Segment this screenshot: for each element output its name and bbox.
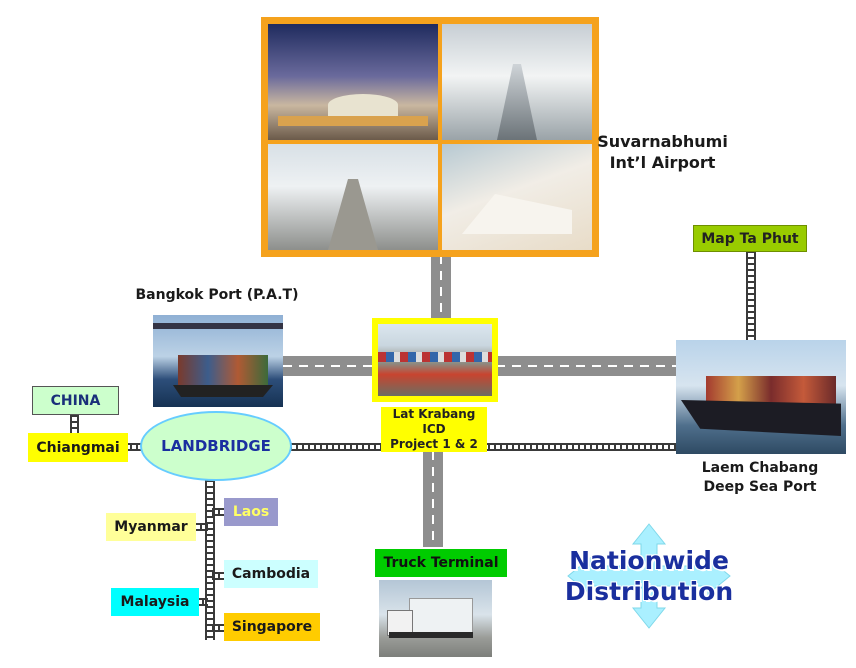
chiangmai-box: Chiangmai: [28, 433, 128, 462]
railway-branch-laos: [212, 508, 224, 516]
truck-terminal-box: Truck Terminal: [375, 549, 507, 577]
china-box: CHINA: [32, 386, 119, 415]
road-bangkok-port-to-icd: [283, 356, 376, 376]
nationwide-distribution-title: Nationwide Distribution: [564, 546, 734, 606]
laem-chabang-label: Laem Chabang Deep Sea Port: [701, 460, 819, 495]
bangkok-port-label: Bangkok Port (P.A.T): [135, 287, 299, 303]
road-icd-to-truck-terminal: [423, 435, 443, 547]
cambodia-box: Cambodia: [224, 560, 318, 588]
airport-terminal-exterior-photo: [268, 24, 438, 140]
map-ta-phut-box: Map Ta Phut: [693, 225, 807, 252]
four-way-arrow-icon: [567, 523, 731, 629]
railway-china-to-chiangmai: [70, 415, 79, 433]
icd-photo-frame: [372, 318, 498, 402]
bangkok-port-photo: [153, 315, 283, 407]
malaysia-box: Malaysia: [111, 588, 199, 616]
railway-branch-cambodia: [212, 572, 224, 580]
truck-terminal-photo: [379, 580, 492, 657]
myanmar-box: Myanmar: [106, 513, 196, 541]
laos-box: Laos: [224, 498, 278, 526]
railway-branch-malaysia: [196, 598, 208, 606]
road-icd-to-laem-chabang: [496, 356, 676, 376]
railway-chiangmai-to-landbridge: [118, 443, 142, 451]
airport-interior-model-photo: [442, 144, 592, 250]
railway-branch-myanmar: [194, 523, 208, 531]
icd-yard-photo: [378, 324, 492, 396]
railway-landbridge-south: [205, 480, 215, 640]
landbridge-ellipse: LANDBRIDGE: [140, 411, 292, 481]
airport-photo-frame: [261, 17, 599, 257]
laem-chabang-ship-photo: [676, 340, 846, 454]
icd-label: Lat Krabang ICD Project 1 & 2: [381, 407, 487, 452]
airport-concourse-photo: [268, 144, 438, 250]
railway-branch-singapore: [212, 624, 224, 632]
singapore-box: Singapore: [224, 613, 320, 641]
railway-map-ta-phut-to-laem-chabang: [746, 251, 756, 341]
airport-label: Suvarnabhumi Int’l Airport: [597, 132, 728, 172]
airport-walkway-photo: [442, 24, 592, 140]
four-way-arrow-shape: [567, 523, 731, 629]
road-airport-to-icd: [431, 255, 451, 320]
